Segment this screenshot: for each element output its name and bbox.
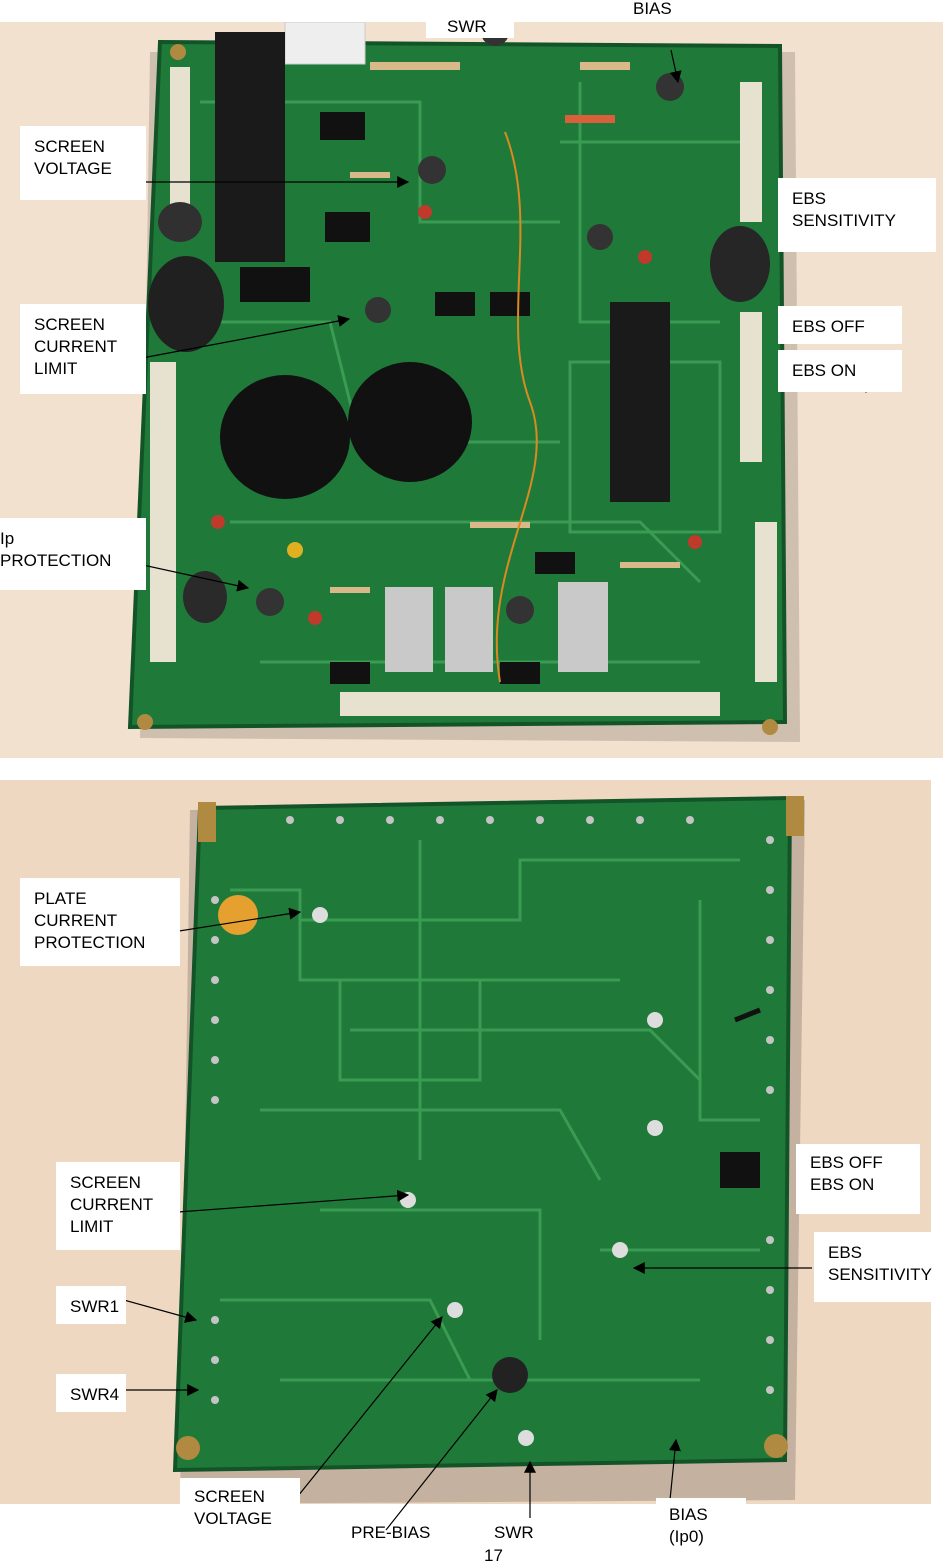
label-plate-current-protection: PLATE CURRENT PROTECTION [20, 878, 180, 966]
label-swr-top: SWR [426, 6, 514, 38]
label-bias-top: BIAS [612, 0, 707, 18]
label-ebs-off-top: EBS OFF [778, 306, 902, 344]
page-number: 17 [484, 1546, 503, 1565]
label-bias-ip0: BIAS (Ip0) [656, 1498, 746, 1554]
label-ebs-off-on-bottom: EBS OFF EBS ON [796, 1144, 920, 1214]
pcb-component-side-photo [0, 22, 943, 758]
label-screen-current-limit-bottom: SCREEN CURRENT LIMIT [56, 1162, 180, 1250]
label-screen-voltage-bottom: SCREEN VOLTAGE [180, 1478, 300, 1540]
label-screen-voltage-top: SCREEN VOLTAGE [20, 126, 146, 200]
label-pre-bias: PRE-BIAS [351, 1523, 431, 1542]
label-swr4: SWR4 [56, 1374, 126, 1412]
label-ebs-sensitivity-bottom: EBS SENSITIVITY [814, 1232, 947, 1302]
label-ebs-sensitivity-top: EBS SENSITIVITY [778, 178, 936, 252]
label-ebs-on-top: EBS ON [778, 350, 902, 392]
label-ip-protection-top: Ip PROTECTION [0, 518, 146, 590]
label-screen-current-limit-top: SCREEN CURRENT LIMIT [20, 304, 146, 394]
label-swr1: SWR1 [56, 1286, 126, 1324]
label-swr-bottom: SWR [494, 1523, 534, 1542]
